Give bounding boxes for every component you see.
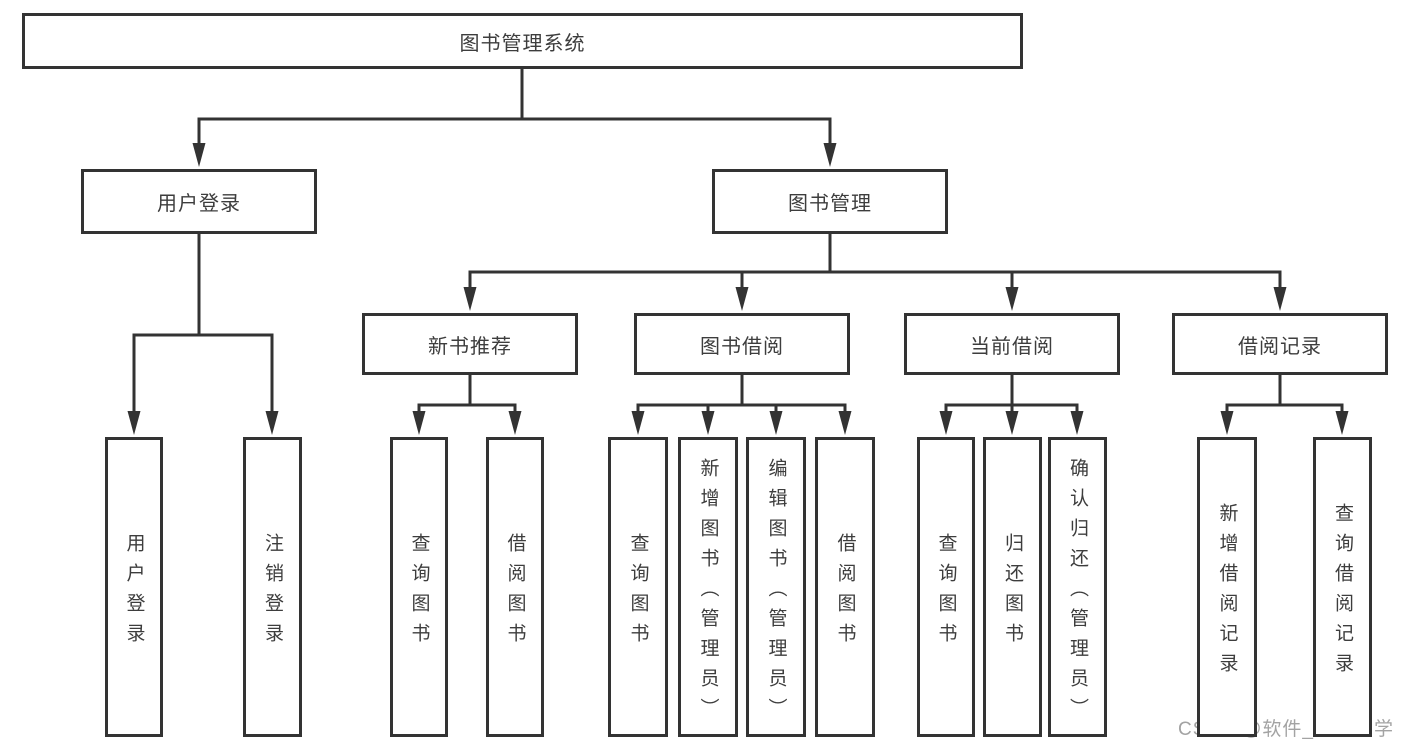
arrowhead-down-icon [127, 411, 141, 435]
arrowhead-down-icon [823, 143, 837, 167]
node-borrowing-records: 借阅记录 [1172, 313, 1388, 375]
arrowhead-down-icon [1335, 411, 1349, 435]
node-label-leaf-add-borrow-record: 新增借阅记录 [1216, 502, 1238, 683]
node-label-leaf-query-books-bor: 查询图书 [627, 532, 649, 653]
arrowhead-down-icon [508, 411, 522, 435]
arrowhead-down-icon [701, 411, 715, 435]
node-leaf-logout: 注销登录 [243, 437, 302, 737]
node-leaf-edit-books: 编辑图书（管理员） [746, 437, 806, 737]
node-label-leaf-return-books: 归还图书 [1002, 532, 1023, 653]
node-label-leaf-logout: 注销登录 [262, 532, 283, 653]
node-book-management: 图书管理 [712, 169, 948, 234]
arrowhead-down-icon [1273, 287, 1287, 311]
node-current-borrowing: 当前借阅 [904, 313, 1120, 375]
node-new-book-recommend: 新书推荐 [362, 313, 578, 375]
node-leaf-add-books: 新增图书（管理员） [678, 437, 738, 737]
arrowhead-down-icon [1005, 287, 1019, 311]
arrowhead-down-icon [838, 411, 852, 435]
node-label-leaf-user-login: 用户登录 [123, 532, 145, 653]
arrowhead-down-icon [769, 411, 783, 435]
arrowhead-down-icon [1070, 411, 1084, 435]
node-label-leaf-edit-books: 编辑图书（管理员） [765, 457, 787, 728]
node-leaf-user-login: 用户登录 [105, 437, 163, 737]
node-label-leaf-borrow-books: 借阅图书 [834, 532, 856, 653]
node-leaf-confirm-return: 确认归还（管理员） [1048, 437, 1107, 737]
node-leaf-query-borrow-record: 查询借阅记录 [1313, 437, 1372, 737]
node-leaf-query-books-cur: 查询图书 [917, 437, 975, 737]
node-label-current-borrowing: 当前借阅 [970, 335, 1054, 358]
arrowhead-down-icon [1005, 411, 1019, 435]
node-leaf-query-books-rec: 查询图书 [390, 437, 448, 737]
node-label-leaf-borrow-books-rec: 借阅图书 [504, 532, 526, 653]
node-user-login: 用户登录 [81, 169, 317, 234]
arrowhead-down-icon [265, 411, 279, 435]
node-leaf-query-books-bor: 查询图书 [608, 437, 668, 737]
node-label-root: 图书管理系统 [459, 32, 586, 55]
node-book-borrowing: 图书借阅 [634, 313, 850, 375]
node-label-user-login: 用户登录 [157, 193, 241, 215]
node-leaf-return-books: 归还图书 [983, 437, 1042, 737]
arrowhead-down-icon [939, 411, 953, 435]
arrowhead-down-icon [192, 143, 206, 167]
node-leaf-add-borrow-record: 新增借阅记录 [1197, 437, 1257, 737]
node-label-leaf-add-books: 新增图书（管理员） [697, 457, 719, 728]
node-label-leaf-query-books-cur: 查询图书 [935, 532, 957, 653]
node-leaf-borrow-books: 借阅图书 [815, 437, 875, 737]
node-label-borrowing-records: 借阅记录 [1238, 335, 1322, 358]
arrowhead-down-icon [1220, 411, 1234, 435]
node-leaf-borrow-books-rec: 借阅图书 [486, 437, 544, 737]
node-label-book-management: 图书管理 [788, 193, 872, 215]
node-label-leaf-confirm-return: 确认归还（管理员） [1067, 457, 1088, 728]
node-label-leaf-query-borrow-record: 查询借阅记录 [1332, 502, 1353, 683]
node-label-leaf-query-books-rec: 查询图书 [408, 532, 430, 653]
arrowhead-down-icon [631, 411, 645, 435]
arrowhead-down-icon [463, 287, 477, 311]
node-label-book-borrowing: 图书借阅 [700, 335, 784, 358]
arrowhead-down-icon [412, 411, 426, 435]
node-root: 图书管理系统 [22, 13, 1023, 69]
arrowhead-down-icon [735, 287, 749, 311]
node-label-new-book-recommend: 新书推荐 [428, 335, 512, 358]
